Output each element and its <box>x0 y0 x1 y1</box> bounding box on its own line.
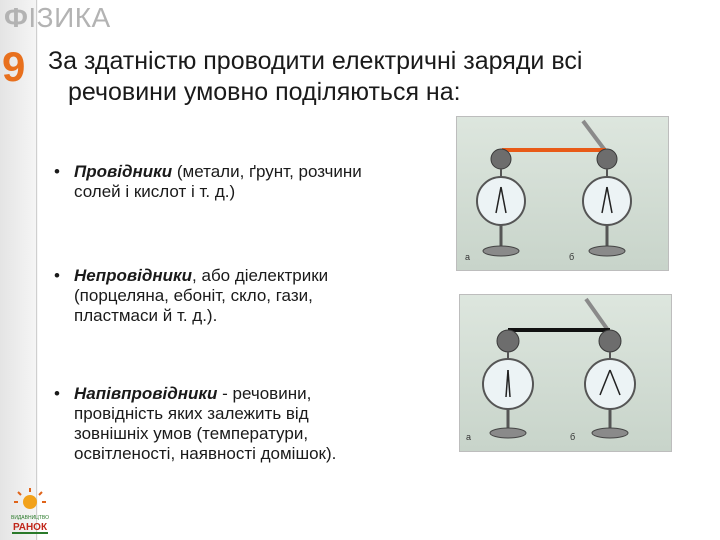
figure-label-b: б <box>570 432 575 442</box>
bullet-dot: • <box>54 384 60 403</box>
charged-rod <box>584 297 612 335</box>
electroscope-illustration: а б <box>465 119 632 262</box>
sun-icon <box>14 488 46 509</box>
slide-title: За здатністю проводити електричні заряди… <box>48 46 688 108</box>
figure-dielectric-electroscopes: а б <box>459 294 672 452</box>
bullet-text-line: , або діелектрики <box>192 266 329 285</box>
bullet-text-line: пластмаси й т. д.). <box>74 306 218 325</box>
bullet-text: Непровідники, або діелектрики (порцеляна… <box>74 266 424 326</box>
electroscope-b <box>584 329 636 439</box>
left-sidebar-band <box>0 0 38 540</box>
electroscope-illustration: а б <box>466 297 636 442</box>
electroscope-a <box>482 329 534 439</box>
figure-conductor-electroscopes: а б <box>456 116 669 271</box>
bullet-text-line: (метали, ґрунт, розчини <box>172 162 362 181</box>
bullet-text-line: солей і кислот і т. д.) <box>74 182 236 201</box>
publisher-logo-line-1: ВИДАВНИЦТВО <box>11 515 49 521</box>
figure-label-b: б <box>569 252 574 262</box>
bullet-text: Напівпровідники - речовини, провідність … <box>74 384 424 464</box>
bullet-dot: • <box>54 266 60 285</box>
publisher-logo-line-2: РАНОК <box>13 522 48 533</box>
bullet-text-line: зовнішніх умов (температури, <box>74 424 309 443</box>
bullet-text-line: (порцеляна, ебоніт, скло, гази, <box>74 286 313 305</box>
bullet-text-line: провідність яких залежить від <box>74 404 309 423</box>
slide-title-line-1: За здатністю проводити електричні заряди… <box>48 47 583 75</box>
publisher-logo: ВИДАВНИЦТВО РАНОК <box>11 488 49 534</box>
electroscope-a <box>476 148 526 257</box>
bullet-text-line: освітленості, наявності домішок). <box>74 444 337 463</box>
slide-title-line-2: речовини умовно поділяються на: <box>68 78 461 106</box>
charged-rod <box>581 119 609 155</box>
connecting-rod <box>502 148 606 152</box>
bullet-text: Провідники (метали, ґрунт, розчини солей… <box>74 162 424 202</box>
connecting-rod <box>508 328 610 332</box>
vertical-divider <box>36 0 37 540</box>
bullet-term: Напівпровідники <box>74 384 218 403</box>
subject-logo-rest: ІЗИКА <box>28 2 111 33</box>
figure-label-a: а <box>465 252 470 262</box>
bullet-dot: • <box>54 162 60 181</box>
publisher-logo-underline <box>12 532 48 534</box>
subject-logo: ФІЗИКА <box>4 2 111 34</box>
bullet-text-line: - речовини, <box>217 384 312 403</box>
figure-label-a: а <box>466 432 471 442</box>
subject-logo-first-letter: Ф <box>4 2 29 33</box>
grade-number: 9 <box>2 43 26 90</box>
electroscope-b <box>582 148 632 257</box>
bullet-term: Провідники <box>74 162 173 181</box>
bullet-term: Непровідники <box>74 266 193 285</box>
